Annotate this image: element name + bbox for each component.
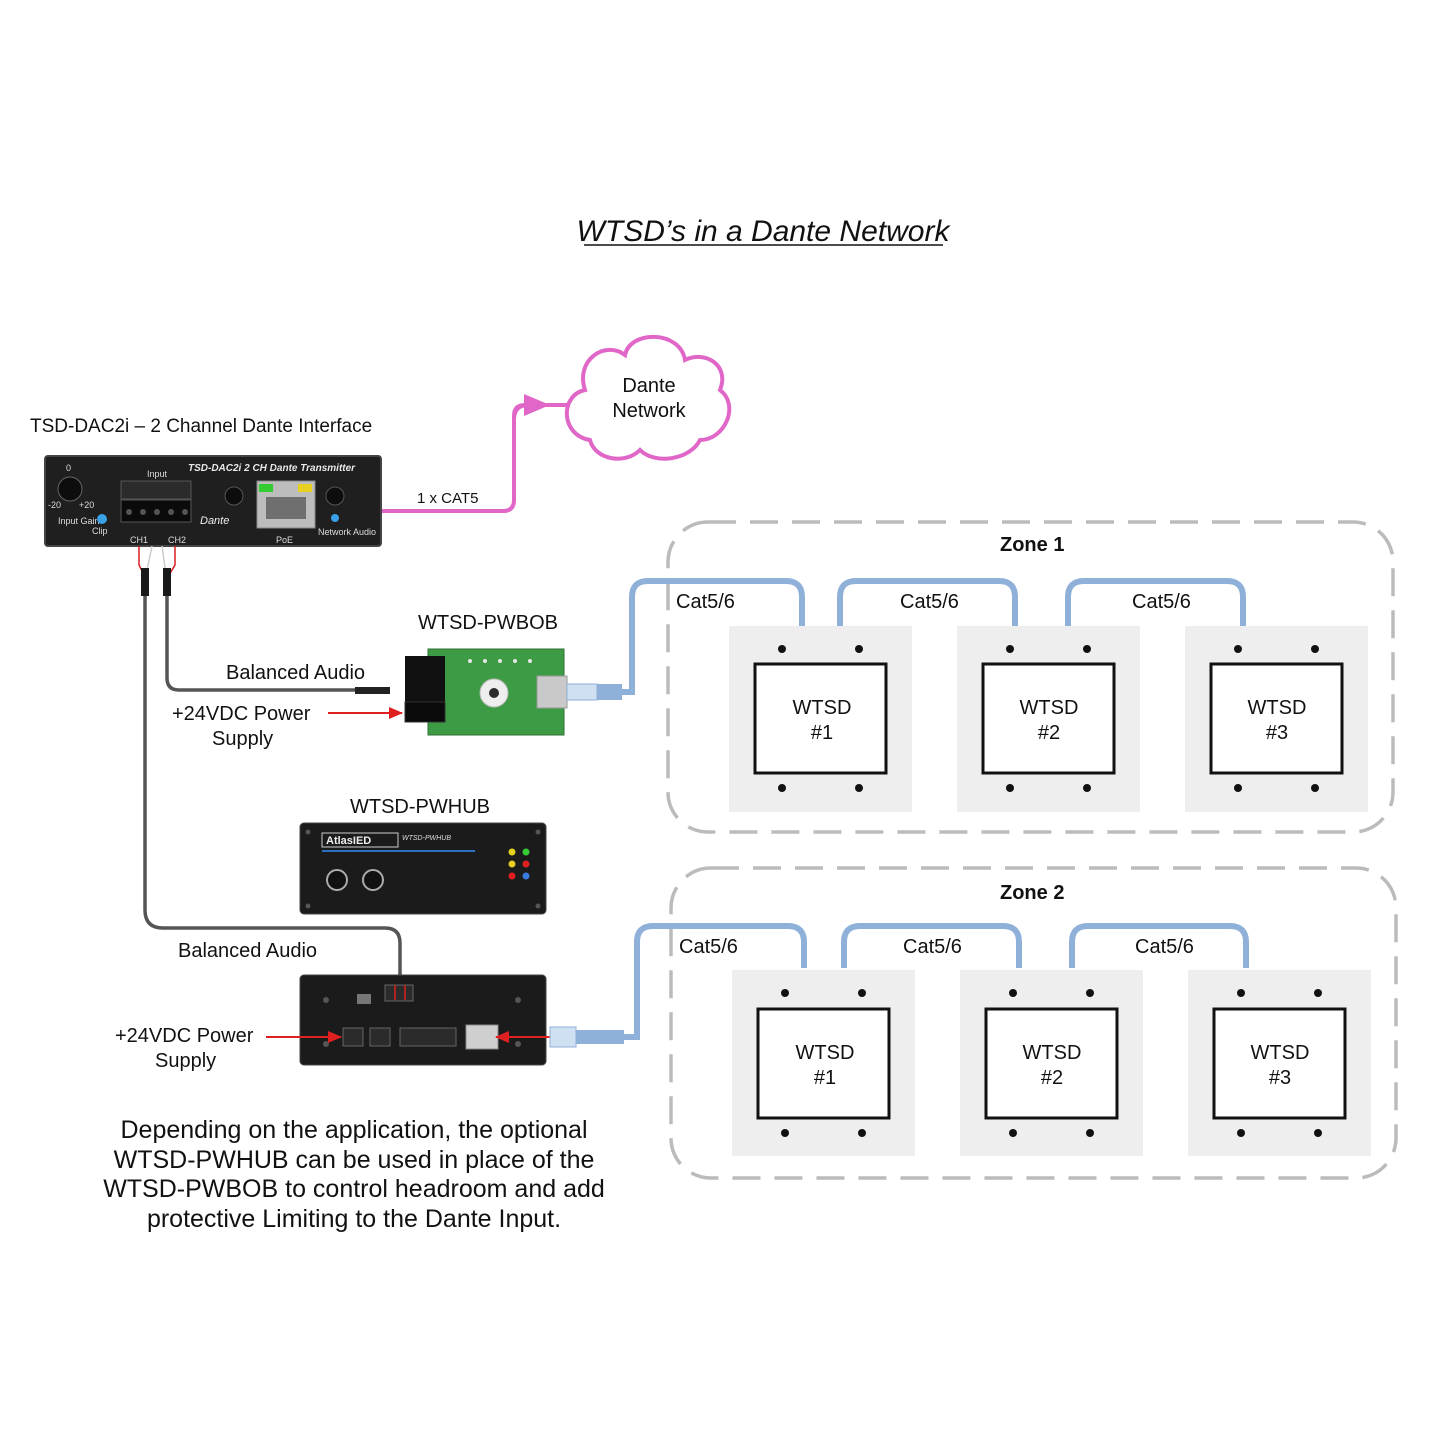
balanced-audio-cable-pwbob xyxy=(165,596,362,692)
pwhub-brand: AtlasIED xyxy=(326,835,371,847)
cloud-label-line1: Dante xyxy=(622,375,675,397)
gain-knob-icon xyxy=(57,476,83,502)
zone-1-cable-2 xyxy=(837,578,1018,628)
dac2i-input-label: Input xyxy=(147,469,168,479)
level-knob-icon xyxy=(362,869,384,891)
zone-2-wtsd-2-number: #2 xyxy=(1041,1067,1063,1089)
zone-1-wtsd-2-label: WTSD xyxy=(1020,697,1079,719)
pwbob-rj45-port xyxy=(536,675,568,709)
pwhub-caption: WTSD-PWHUB xyxy=(350,796,490,818)
application-note: Depending on the application, the option… xyxy=(103,1116,605,1233)
zone-2-wtsd-3-label: WTSD xyxy=(1251,1042,1310,1064)
wtsd-pwhub-front: WTSD-PWHUB AtlasIED WTSD-PWHUB xyxy=(299,796,547,915)
pwhub-audio-terminal xyxy=(384,984,414,1002)
pwhub-power-label-line2: Supply xyxy=(155,1050,216,1072)
input-terminal-block xyxy=(120,480,192,500)
zone-2-wtsd-1: WTSD #1 xyxy=(732,970,915,1156)
note-line-2: WTSD-PWHUB can be used in place of the xyxy=(114,1146,595,1174)
zone-1-wtsd-3-number: #3 xyxy=(1266,722,1288,744)
clip-led-icon xyxy=(97,514,107,524)
screw-icon xyxy=(325,486,345,506)
dante-logo: Dante xyxy=(200,515,229,527)
zone-2-wtsd-2-label: WTSD xyxy=(1023,1042,1082,1064)
cloud-label-line2: Network xyxy=(612,400,686,422)
zone-2-wtsd-3: WTSD #3 xyxy=(1188,970,1371,1156)
pwhub-rj45-port xyxy=(465,1024,499,1050)
zone-2-border xyxy=(669,866,1398,1180)
zone-1-wtsd-3-label: WTSD xyxy=(1248,697,1307,719)
poe-label: PoE xyxy=(276,535,293,545)
zone-2-cable-label-2: Cat5/6 xyxy=(903,936,962,958)
zone-1-wtsd-2-number: #2 xyxy=(1038,722,1060,744)
pwhub-power-label-line1: +24VDC Power xyxy=(115,1025,254,1047)
zone-1-wtsd-1-label: WTSD xyxy=(793,697,852,719)
zone-1-cable-label-1: Cat5/6 xyxy=(676,591,735,613)
gain-min-label: -20 xyxy=(48,500,61,510)
zone-1: Zone 1 Cat5/6 Cat5/6 Cat5/6 WTSD #1 WTSD… xyxy=(622,520,1395,834)
ch2-cable-plug xyxy=(163,568,171,596)
zone-1-wtsd-3: WTSD #3 xyxy=(1185,626,1368,812)
reset-button-icon xyxy=(224,486,244,506)
wtsd-pwbob-device: WTSD-PWBOB Balanced Audio +24VDC Power S… xyxy=(172,612,622,750)
note-line-4: protective Limiting to the Dante Input. xyxy=(147,1205,561,1233)
zone-1-cable-3 xyxy=(1065,578,1246,628)
tsd-dac2i-device: TSD-DAC2i – 2 Channel Dante Interface TS… xyxy=(30,416,382,596)
pwbob-audio-label: Balanced Audio xyxy=(226,662,365,684)
wtsd-pwhub-back: Balanced Audio +24VDC Power Supply xyxy=(115,940,624,1072)
pwhub-power-terminal xyxy=(342,1027,364,1047)
zone-2-title: Zone 2 xyxy=(1000,882,1064,904)
zone-1-cable-1 xyxy=(622,578,805,695)
diagram-title: WTSD’s in a Dante Network xyxy=(577,215,952,248)
zone-1-border xyxy=(666,520,1395,834)
zone-2: Zone 2 Cat5/6 Cat5/6 Cat5/6 WTSD #1 WTSD… xyxy=(624,866,1398,1180)
dante-network-cloud: Dante Network xyxy=(564,334,732,461)
network-audio-label: Network Audio xyxy=(318,527,376,537)
zone-2-cable-1 xyxy=(624,923,807,1040)
limiter-knob-icon xyxy=(326,869,348,891)
note-line-1: Depending on the application, the option… xyxy=(120,1116,587,1144)
gain-max-label: +20 xyxy=(79,500,94,510)
pwhub-cat-plug xyxy=(549,1026,577,1048)
dac2i-panel-title: TSD-DAC2i 2 CH Dante Transmitter xyxy=(188,463,356,474)
gain-top-label: 0 xyxy=(66,463,71,473)
zone-1-cable-label-2: Cat5/6 xyxy=(900,591,959,613)
pwbob-power-label-line1: +24VDC Power xyxy=(172,703,311,725)
dac2i-caption: TSD-DAC2i – 2 Channel Dante Interface xyxy=(30,416,372,437)
ch1-cable-plug xyxy=(141,568,149,596)
zone-2-cable-label-3: Cat5/6 xyxy=(1135,936,1194,958)
ch1-label: CH1 xyxy=(130,535,148,545)
cat5-label: 1 x CAT5 xyxy=(417,490,478,507)
ch2-label: CH2 xyxy=(168,535,186,545)
pwbob-power-label-line2: Supply xyxy=(212,728,273,750)
zone-2-wtsd-1-label: WTSD xyxy=(796,1042,855,1064)
gain-label: Input Gain xyxy=(58,516,100,526)
clip-label: Clip xyxy=(92,526,108,536)
zone-1-title: Zone 1 xyxy=(1000,534,1064,556)
balanced-audio-cable-pwhub xyxy=(143,596,402,995)
zone-1-wtsd-2: WTSD #2 xyxy=(957,626,1140,812)
pwhub-audio-label: Balanced Audio xyxy=(178,940,317,962)
zone-2-cable-label-1: Cat5/6 xyxy=(679,936,738,958)
zone-2-wtsd-2: WTSD #2 xyxy=(960,970,1143,1156)
zone-1-wtsd-1: WTSD #1 xyxy=(729,626,912,812)
zone-2-wtsd-3-number: #3 xyxy=(1269,1067,1291,1089)
zone-1-cable-label-3: Cat5/6 xyxy=(1132,591,1191,613)
note-line-3: WTSD-PWBOB to control headroom and add xyxy=(103,1175,605,1203)
zone-1-wtsd-1-number: #1 xyxy=(811,722,833,744)
zone-2-wtsd-1-number: #1 xyxy=(814,1067,836,1089)
pwbob-caption: WTSD-PWBOB xyxy=(418,612,558,634)
pwhub-model: WTSD-PWHUB xyxy=(402,835,451,842)
zone-2-cable-3 xyxy=(1069,923,1249,968)
pwbob-cat-plug xyxy=(566,683,598,701)
dante-link-to-cloud xyxy=(512,394,550,421)
network-led-icon xyxy=(331,514,339,522)
zone-2-cable-2 xyxy=(841,923,1022,968)
pwhub-back-panel xyxy=(299,974,547,1066)
